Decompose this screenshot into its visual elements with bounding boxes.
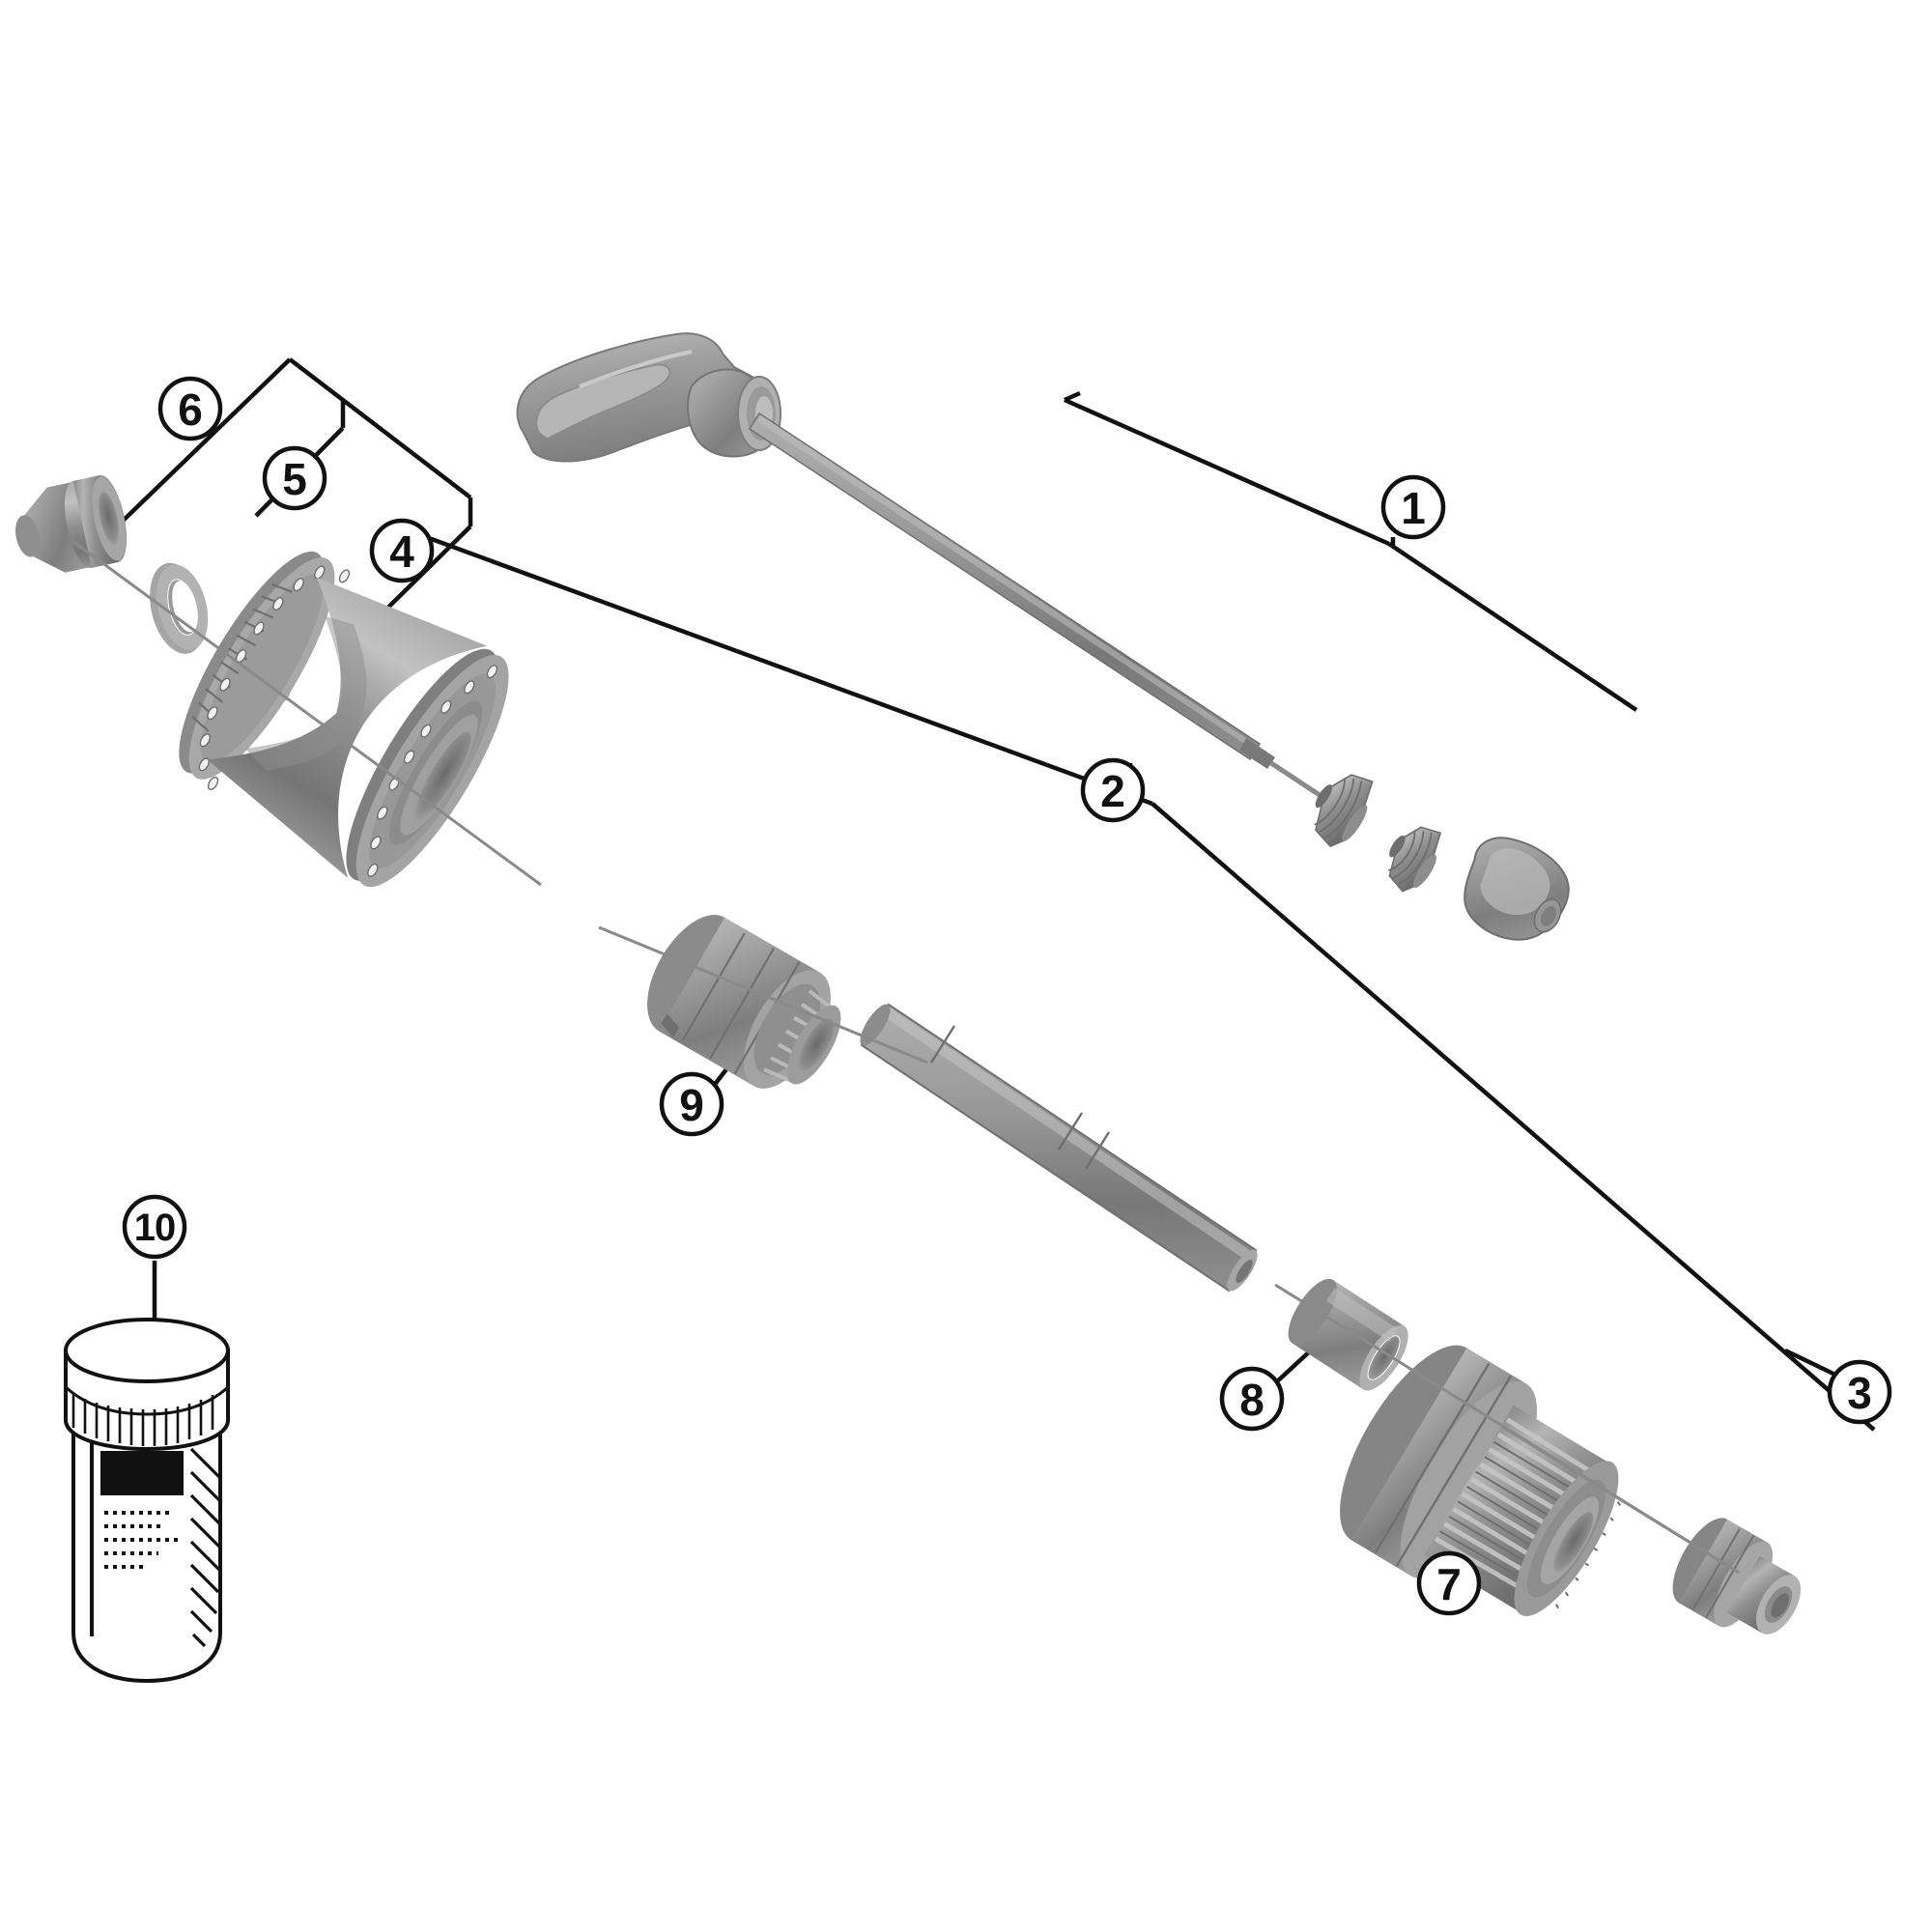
callout-4[interactable]: 4 bbox=[369, 518, 435, 583]
callout-8[interactable]: 8 bbox=[1219, 1366, 1285, 1432]
bracket-qr-top bbox=[1064, 397, 1390, 547]
axis-line-freehub bbox=[1506, 1428, 1740, 1575]
part-hub-axle bbox=[860, 1003, 1258, 1293]
bracket-hub-axle-right bbox=[1151, 802, 1876, 1432]
callout-4-label: 4 bbox=[389, 526, 414, 577]
part-grease-container bbox=[64, 1318, 230, 1684]
part-axle-spacer bbox=[1288, 1278, 1408, 1391]
part-hub-shell bbox=[179, 551, 509, 888]
bracket-qr-run bbox=[1387, 542, 1638, 712]
bracket-hub-axle-left bbox=[388, 521, 1153, 807]
callout-10-label: 10 bbox=[134, 1207, 176, 1249]
callout-2-label: 2 bbox=[1100, 766, 1125, 816]
callout-2[interactable]: 2 bbox=[1080, 757, 1146, 823]
callout-5-circle[interactable] bbox=[262, 445, 327, 511]
part-qr-adjusting-nut bbox=[1463, 837, 1570, 941]
callout-5-label: 5 bbox=[282, 454, 307, 504]
callout-7[interactable]: 7 bbox=[1416, 1550, 1482, 1616]
callout-9-label: 9 bbox=[679, 1080, 704, 1130]
callout-6[interactable]: 6 bbox=[157, 376, 223, 441]
callout-6-circle[interactable] bbox=[157, 376, 223, 441]
callout-layer: 1 2 3 4 5 6 7 8 9 10 bbox=[122, 376, 1892, 1616]
callout-10-circle[interactable] bbox=[122, 1194, 187, 1260]
grease-jar-shading bbox=[189, 1447, 222, 1648]
grease-jar-label-band bbox=[100, 1451, 184, 1495]
callout-3-label: 3 bbox=[1847, 1368, 1872, 1418]
callout-2-circle[interactable] bbox=[1080, 757, 1146, 823]
part-quick-release-skewer-rod bbox=[748, 412, 1327, 802]
callout-10[interactable]: 10 bbox=[122, 1194, 187, 1260]
grease-jar-label-text bbox=[104, 1511, 178, 1569]
callout-1-circle[interactable] bbox=[1380, 474, 1446, 540]
callout-6-label: 6 bbox=[178, 384, 203, 435]
axis-line-left bbox=[71, 539, 542, 887]
callout-7-circle[interactable] bbox=[1416, 1550, 1482, 1616]
bracket-left-group-down bbox=[112, 357, 292, 531]
bracket-left-group bbox=[288, 357, 472, 499]
callout-9[interactable]: 9 bbox=[659, 1071, 724, 1137]
callout-4-circle[interactable] bbox=[369, 518, 435, 583]
part-qr-cone-spring-left bbox=[1314, 774, 1374, 848]
callout-8-label: 8 bbox=[1239, 1375, 1264, 1425]
assembly-centre-lines bbox=[71, 539, 1740, 1575]
part-qr-cone-spring-right bbox=[1387, 826, 1442, 893]
axis-line-mid bbox=[598, 925, 928, 1065]
callout-1[interactable]: 1 bbox=[1380, 474, 1446, 540]
grease-jar-cap-seam bbox=[64, 1385, 230, 1416]
callout-9-circle[interactable] bbox=[659, 1071, 724, 1137]
callout-5[interactable]: 5 bbox=[262, 445, 327, 511]
part-right-hand-cone-dust-cap bbox=[647, 915, 841, 1089]
part-quick-release-lever bbox=[516, 332, 781, 463]
callout-1-label: 1 bbox=[1401, 483, 1426, 533]
callout-7-label: 7 bbox=[1436, 1559, 1462, 1609]
callout-3-circle[interactable] bbox=[1827, 1359, 1892, 1425]
leader-part-3 bbox=[1784, 1348, 1838, 1378]
callout-8-circle[interactable] bbox=[1219, 1366, 1285, 1432]
part-right-hand-lock-nut bbox=[1672, 1518, 1802, 1634]
part-left-hand-lock-nut bbox=[15, 474, 128, 573]
callout-3[interactable]: 3 bbox=[1827, 1359, 1892, 1425]
grease-jar-cap-top bbox=[64, 1318, 230, 1383]
